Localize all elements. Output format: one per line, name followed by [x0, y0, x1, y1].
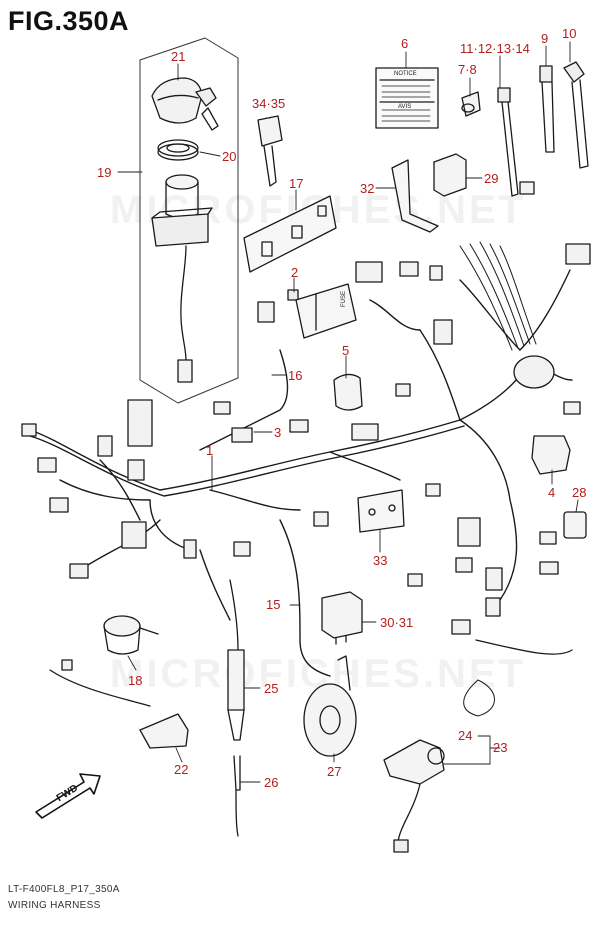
callout-15[interactable]: 15	[266, 597, 281, 612]
callout-10[interactable]: 10	[562, 26, 577, 41]
callout-18[interactable]: 18	[128, 673, 143, 688]
callout-20[interactable]: 20	[222, 149, 237, 164]
key-icon	[257, 115, 283, 187]
ignition-switch-icon	[151, 174, 213, 383]
callout-26[interactable]: 26	[264, 775, 279, 790]
notice-label-text: NOTICE	[394, 71, 417, 77]
nut-ring-icon	[157, 139, 199, 161]
callout-11-14[interactable]: 11·12·13·14	[460, 41, 530, 56]
fuse-icon	[287, 289, 299, 301]
callout-25[interactable]: 25	[264, 681, 279, 696]
relay-icon	[321, 591, 363, 645]
boot-cover-icon	[531, 435, 571, 475]
cap-icon	[563, 511, 587, 539]
figure-title: FIG.350A	[8, 6, 130, 36]
clip-icon	[461, 91, 481, 117]
leader-lines	[117, 41, 579, 783]
callout-33[interactable]: 33	[373, 553, 388, 568]
callout-27[interactable]: 27	[327, 764, 342, 779]
plate-bracket-icon	[357, 489, 405, 533]
callout-6[interactable]: 6	[401, 36, 409, 51]
callout-32[interactable]: 32	[360, 181, 375, 196]
rubber-cap-icon	[333, 373, 363, 411]
callout-7-8[interactable]: 7·8	[458, 62, 477, 77]
cable-tie-icon-3	[563, 61, 589, 169]
callout-19[interactable]: 19	[97, 165, 112, 180]
callout-9[interactable]: 9	[541, 31, 549, 46]
callout-24[interactable]: 24	[458, 728, 473, 743]
callout-5[interactable]: 5	[342, 343, 350, 358]
main-harness	[29, 269, 573, 677]
callout-21[interactable]: 21	[171, 49, 186, 64]
callout-30-31[interactable]: 30·31	[380, 615, 414, 630]
cable-tie-icon-2	[539, 65, 555, 153]
fwd-arrow-icon	[35, 773, 101, 819]
harness-connectors	[21, 181, 591, 671]
callout-1[interactable]: 1	[206, 443, 214, 458]
plug-icon	[233, 755, 241, 837]
bracket-plate-icon	[243, 195, 337, 273]
callout-16[interactable]: 16	[288, 368, 303, 383]
brake-switch-icon	[49, 669, 189, 749]
callout-3[interactable]: 3	[274, 425, 282, 440]
avis-label-text: AVIS	[398, 104, 412, 110]
fuse-box-icon	[295, 283, 357, 339]
wire-bundle	[459, 241, 537, 351]
horn-icon	[303, 655, 357, 757]
key-cover-icon	[151, 77, 219, 131]
bracket-icon	[391, 159, 439, 233]
callout-34-35[interactable]: 34·35	[252, 96, 286, 111]
sensor-icon	[227, 579, 245, 741]
callout-2[interactable]: 2	[291, 265, 299, 280]
kill-switch-icon	[383, 639, 573, 853]
callout-28[interactable]: 28	[572, 485, 587, 500]
callout-4[interactable]: 4	[548, 485, 556, 500]
fuse-box-text: FUSE	[341, 290, 348, 308]
callout-17[interactable]: 17	[289, 176, 304, 191]
ignition-group-frame	[139, 37, 239, 404]
relay-cover-icon	[433, 153, 467, 197]
callout-29[interactable]: 29	[484, 171, 499, 186]
cable-tie-icon	[497, 87, 519, 197]
notice-label-icon	[375, 67, 439, 129]
callout-22[interactable]: 22	[174, 762, 189, 777]
callout-23[interactable]: 23	[493, 740, 508, 755]
switch-icon	[103, 615, 159, 655]
footer-code: LT-F400FL8_P17_350A	[8, 884, 120, 895]
footer-name: WIRING HARNESS	[8, 900, 101, 911]
